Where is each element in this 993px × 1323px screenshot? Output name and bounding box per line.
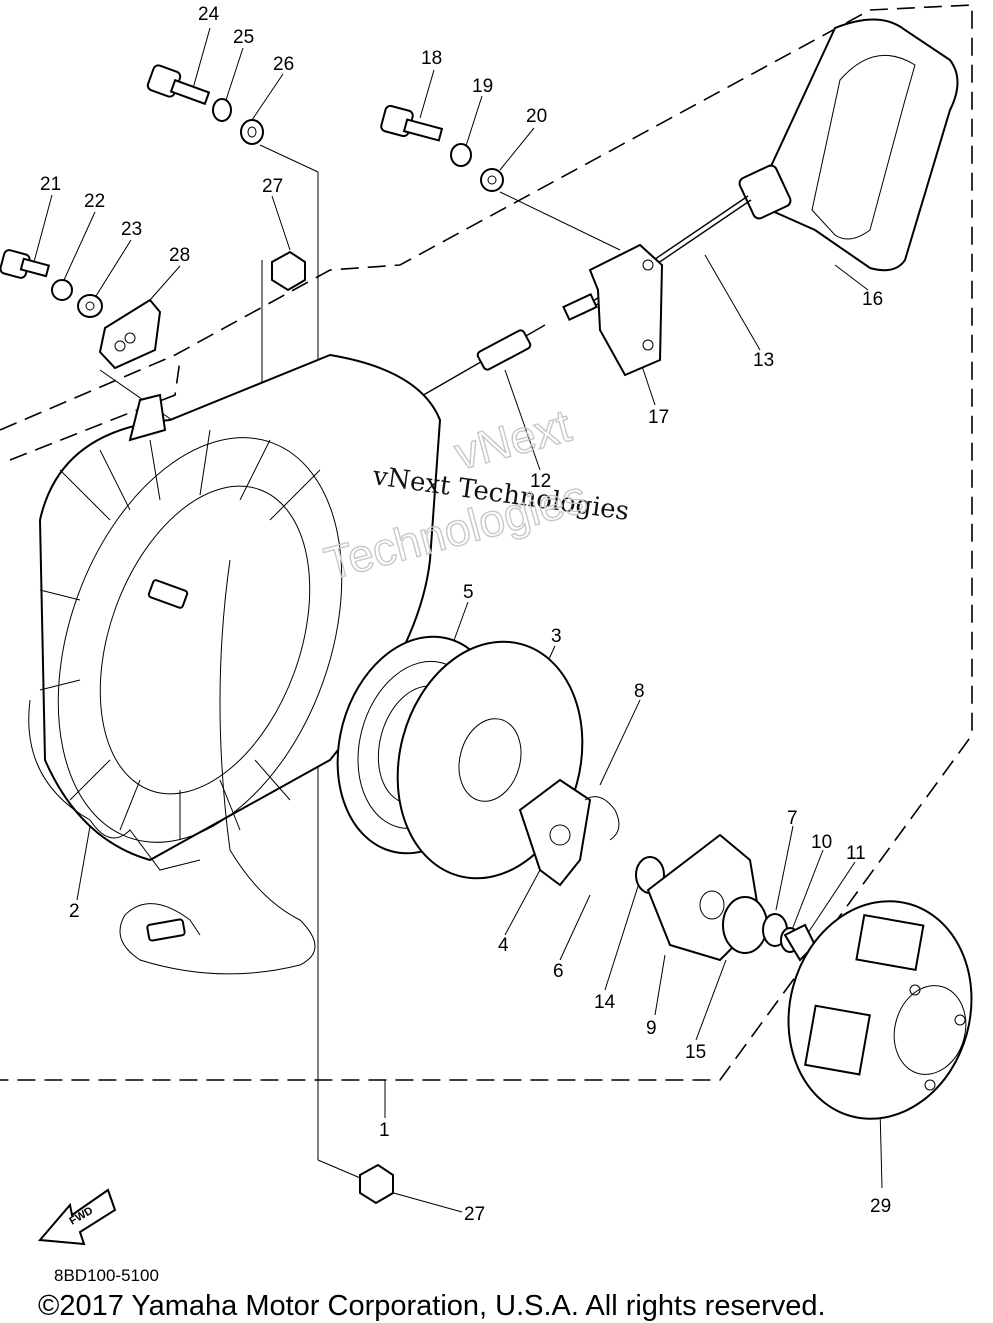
part-number-label: 11 [846, 843, 866, 864]
clip-28 [98, 298, 162, 370]
part-callouts: 24 25 26 18 19 20 21 22 23 28 27 16 13 1… [40, 4, 891, 1225]
case-stud [147, 579, 189, 609]
fwd-arrow-icon [37, 1188, 117, 1246]
bushing [562, 292, 598, 322]
part-number-label: 5 [463, 582, 474, 603]
assembly-boundary-dashed-inner [9, 359, 181, 461]
part-number-label: 20 [526, 106, 547, 127]
nut-27-bottom [359, 1163, 394, 1205]
part-number-label: 9 [646, 1018, 657, 1039]
part-number-label: 22 [84, 191, 105, 212]
part-number-label: 29 [870, 1196, 891, 1217]
part-number-label: 12 [530, 471, 551, 492]
part-number-label: 6 [553, 961, 564, 982]
friction-spring-15 [722, 896, 768, 954]
part-number-label: 28 [169, 245, 190, 266]
part-number-label: 19 [472, 76, 493, 97]
part-number-label: 3 [551, 626, 562, 647]
part-number-label: 17 [648, 407, 669, 428]
starter-handle-assembly [379, 18, 959, 421]
case-tab [128, 393, 167, 442]
watermark-outline-1: vNext [449, 399, 576, 480]
part-number-label: 8 [634, 681, 645, 702]
part-number-label: 15 [685, 1042, 706, 1063]
washer-26 [240, 119, 264, 145]
bolt-shank-24 [169, 78, 211, 106]
rope-guide-bracket-17 [588, 243, 664, 377]
part-number-label: 27 [262, 176, 283, 197]
starter-handle-16 [758, 18, 959, 272]
rope-grommet-12 [476, 329, 532, 371]
part-number-label: 25 [233, 27, 254, 48]
reel-assembly [336, 635, 817, 962]
washer-20 [480, 168, 504, 192]
pawl-4 [518, 778, 592, 887]
washer-25 [212, 98, 232, 122]
part-number-label: 2 [69, 901, 80, 922]
nut-27-top [271, 250, 306, 292]
diagram-code: 8BD100-5100 [54, 1266, 159, 1285]
part-number-label: 1 [379, 1120, 390, 1141]
pawl-spring-8 [584, 796, 620, 841]
starter-pulley-29 [787, 900, 973, 1120]
part-number-label: 21 [40, 174, 61, 195]
part-number-label: 10 [811, 832, 832, 853]
part-number-label: 16 [862, 289, 883, 310]
part-number-label: 18 [421, 48, 442, 69]
fasteners [0, 64, 504, 1205]
stop-switch-wire [119, 559, 316, 975]
part-number-label: 7 [787, 808, 798, 829]
part-number-label: 26 [273, 54, 294, 75]
part-number-label: 14 [594, 992, 616, 1013]
pulley-lug-upper [855, 913, 925, 972]
washer-23 [77, 294, 103, 318]
fwd-arrow: FWD [37, 1188, 117, 1246]
handle-sleeve [738, 164, 792, 220]
bolt-shank-18 [402, 118, 444, 142]
part-number-label: 23 [121, 219, 142, 240]
part-number-label: 4 [498, 935, 509, 956]
part-number-label: 27 [464, 1204, 485, 1225]
cooling-fins [39, 429, 321, 840]
pulley-lug-lower [804, 1004, 871, 1076]
part-number-label: 24 [198, 4, 220, 25]
washer-19 [450, 143, 472, 167]
copyright-notice: ©2017 Yamaha Motor Corporation, U.S.A. A… [38, 1290, 826, 1322]
bolt-shank-21 [19, 257, 51, 278]
washer-22 [51, 279, 73, 301]
part-number-label: 13 [753, 350, 774, 371]
